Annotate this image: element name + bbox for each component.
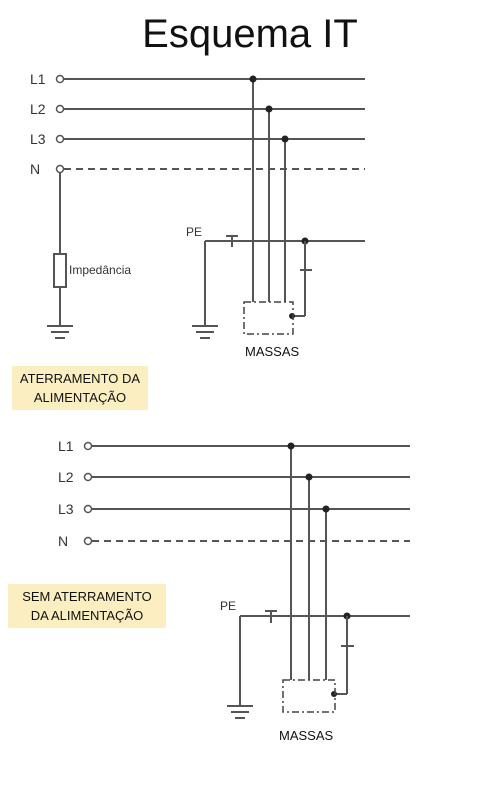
terminal-l1 (55, 74, 65, 84)
impedance-symbol (53, 253, 67, 288)
terminal-l2 (83, 472, 93, 482)
masses-box (282, 679, 336, 713)
terminal-n (55, 164, 65, 174)
label-l1: L1 (58, 438, 74, 454)
ground-icon-pe (227, 705, 253, 719)
pe-label: PE (220, 599, 236, 613)
masses-label: MASSAS (279, 728, 334, 743)
caption-ungrounded-supply: SEM ATERRAMENTO DA ALIMENTAÇÃO (8, 584, 166, 628)
terminal-n (83, 536, 93, 546)
mass-connection (331, 691, 337, 697)
page-title: Esquema IT (142, 12, 358, 56)
label-n: N (30, 161, 40, 177)
label-l3: L3 (58, 501, 74, 517)
label-n: N (58, 533, 68, 549)
junction-l2 (265, 105, 273, 113)
diagram-bottom: L1 L2 L3 N PE MASSAS (58, 438, 410, 743)
mass-connection (289, 313, 295, 319)
pe-label: PE (186, 225, 202, 239)
caption-grounded-supply: ATERRAMENTO DA ALIMENTAÇÃO (12, 366, 148, 410)
terminal-l3 (55, 134, 65, 144)
label-l3: L3 (30, 131, 46, 147)
terminal-l3 (83, 504, 93, 514)
terminal-l1 (83, 441, 93, 451)
junction-l1 (249, 75, 257, 83)
junction-l3 (281, 135, 289, 143)
junction-l3 (322, 505, 330, 513)
ground-icon-supply (47, 325, 73, 339)
impedance-label: Impedância (69, 263, 131, 277)
label-l2: L2 (58, 469, 74, 485)
junction-l2 (305, 473, 313, 481)
junction-l1 (287, 442, 295, 450)
terminal-l2 (55, 104, 65, 114)
masses-label: MASSAS (245, 344, 300, 359)
diagram-top: L1 L2 L3 N Impedância PE (30, 71, 365, 359)
label-l2: L2 (30, 101, 46, 117)
label-l1: L1 (30, 71, 46, 87)
masses-box (243, 301, 294, 335)
ground-icon-pe (192, 325, 218, 339)
